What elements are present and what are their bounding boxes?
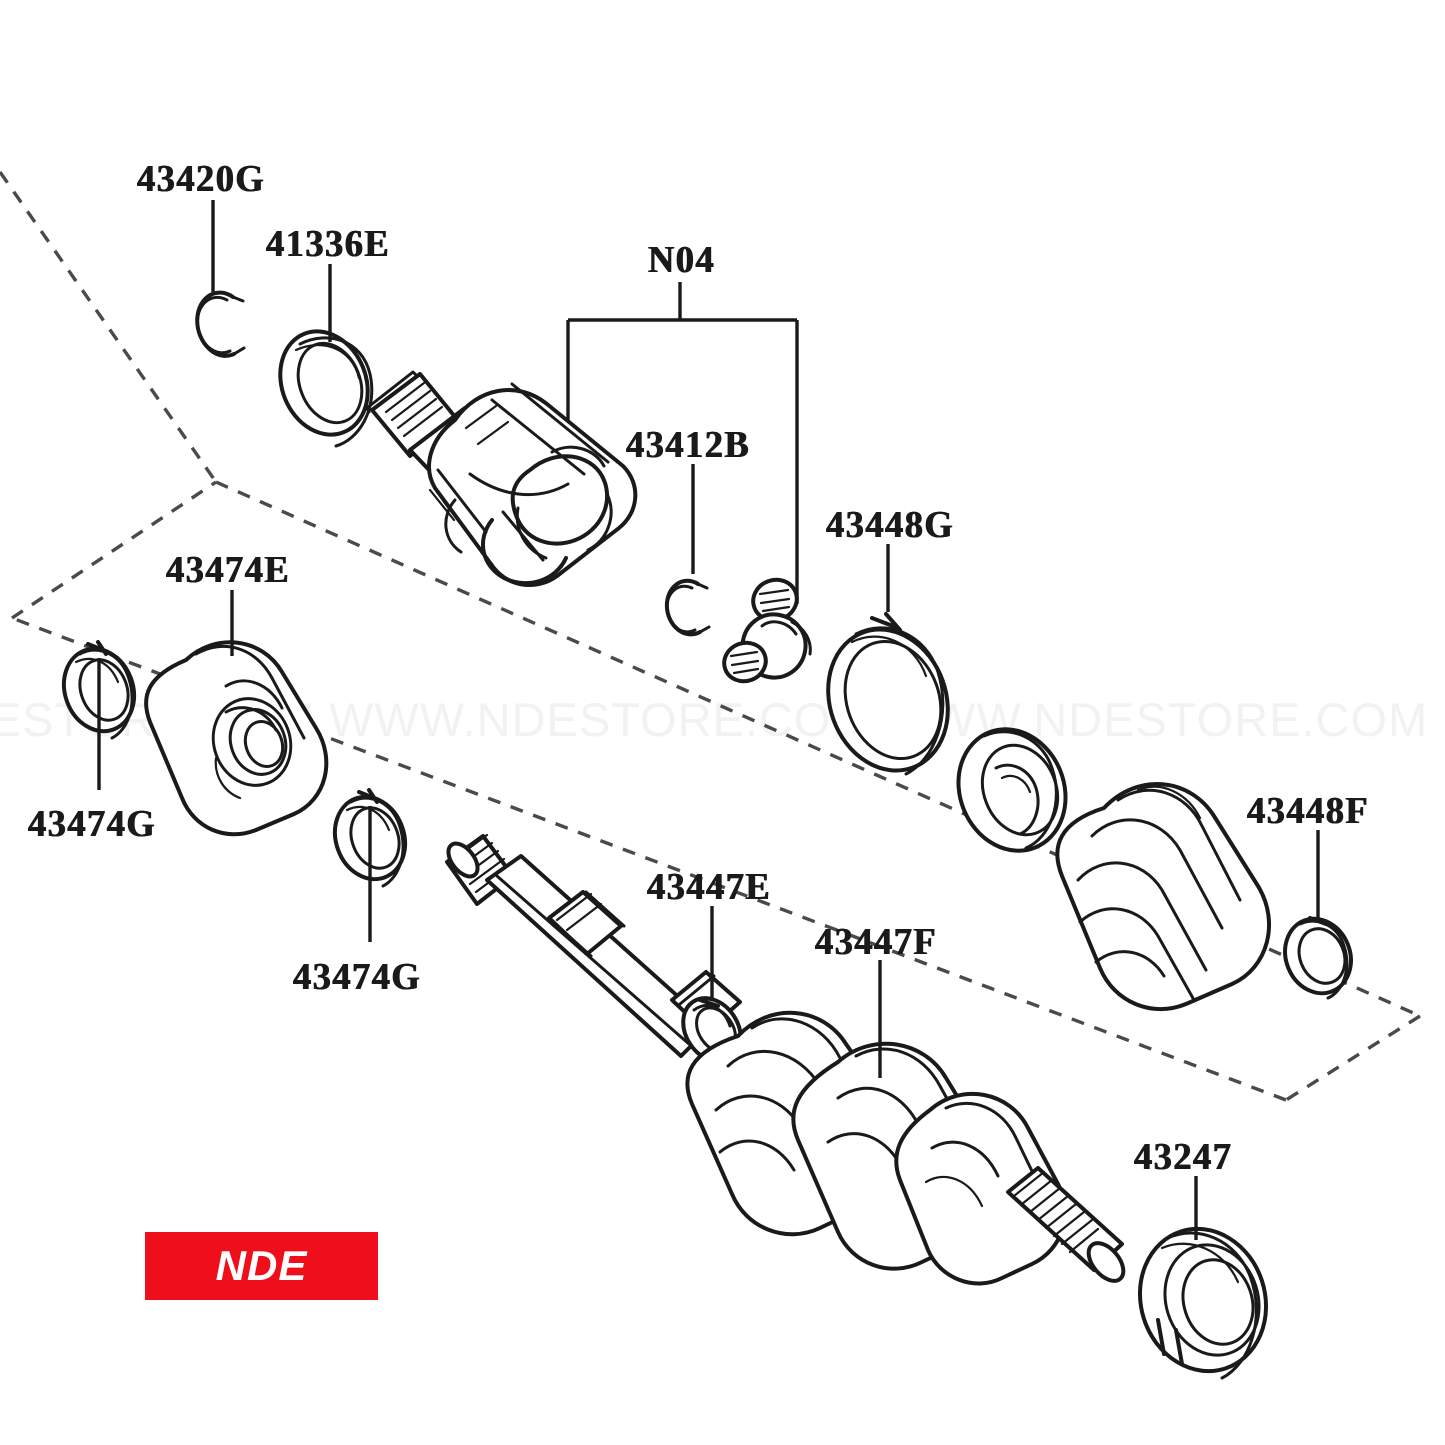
part-label-43247: 43247 — [1134, 1136, 1233, 1178]
part-label-43447F: 43447F — [815, 921, 938, 963]
part-label-43447E: 43447E — [647, 866, 772, 908]
part-label-43474G-upper: 43474G — [28, 803, 157, 845]
part-label-43474G-lower: 43474G — [293, 956, 422, 998]
part-43448F-clamp-ring — [1283, 916, 1353, 1000]
part-43420G-snap-ring — [195, 290, 246, 358]
part-label-43420G: 43420G — [137, 158, 266, 200]
part-inner-joint-housing — [365, 370, 638, 588]
part-label-N04: N04 — [648, 239, 716, 281]
leader-lines — [97, 200, 1320, 1240]
part-label-43448G: 43448G — [826, 504, 955, 546]
part-mid-ring — [956, 727, 1068, 853]
part-43448G-clamp-ring — [826, 612, 950, 776]
part-label-43412B: 43412B — [626, 424, 751, 466]
part-inner-boot-bellows — [1055, 782, 1272, 1012]
part-43247-dust-cover — [1137, 1226, 1269, 1380]
part-43474E-inner-boot — [144, 640, 329, 837]
part-43412B-snap-ring — [664, 578, 711, 637]
part-label-41336E: 41336E — [266, 223, 391, 265]
part-41336E-oil-seal — [278, 329, 374, 448]
bracket-N04 — [566, 282, 799, 604]
part-label-43474E: 43474E — [166, 549, 291, 591]
part-label-43448F: 43448F — [1247, 790, 1370, 832]
part-43447F-outer-boot — [685, 1011, 1126, 1286]
nde-brand-badge: NDE — [145, 1232, 378, 1300]
part-tripod-spider — [722, 577, 812, 684]
nde-badge-text: NDE — [215, 1242, 308, 1289]
